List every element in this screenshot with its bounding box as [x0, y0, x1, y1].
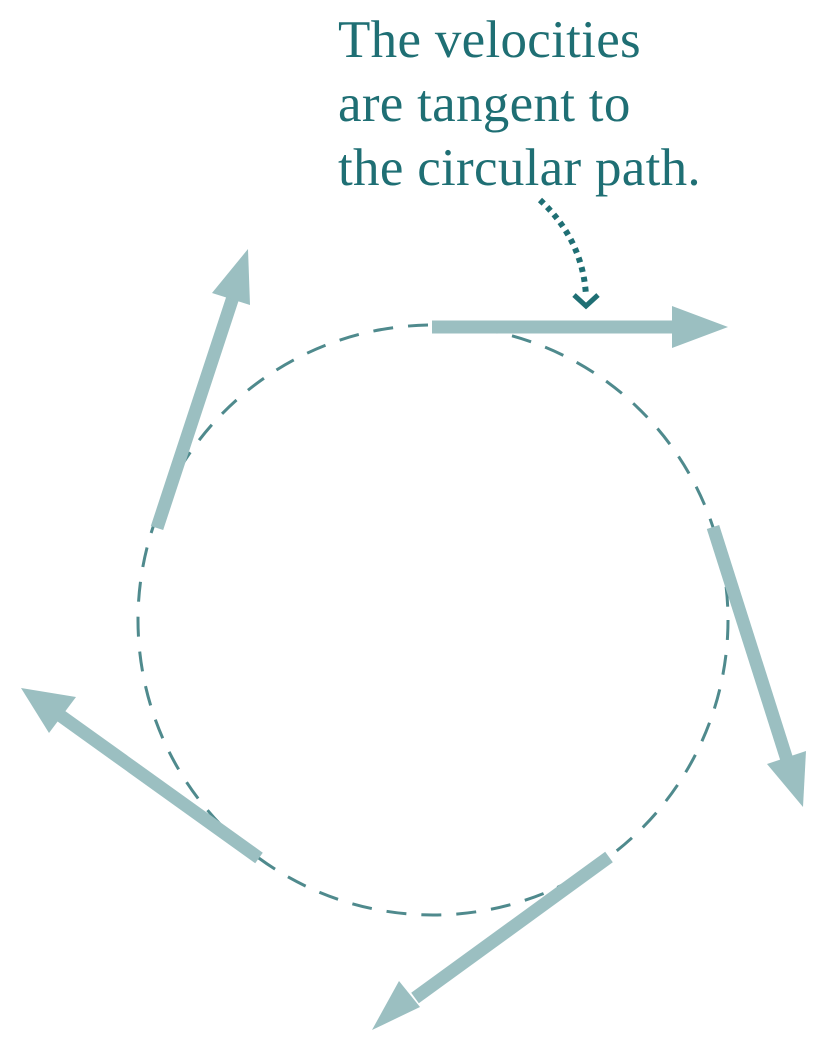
annotation-line-3: the circular path. — [338, 139, 701, 197]
velocity-arrow-right — [706, 525, 806, 807]
velocity-arrow-bottom — [372, 851, 613, 1030]
annotation-pointer-arrow — [537, 197, 600, 310]
velocity-arrow-upper-left — [150, 249, 250, 531]
velocity-arrow-top — [432, 306, 728, 348]
annotation-line-2: are tangent to — [338, 75, 631, 133]
circular-path — [136, 323, 730, 917]
annotation-line-1: The velocities — [338, 11, 641, 69]
annotation-text: The velocities are tangent to the circul… — [338, 8, 701, 200]
velocity-arrow-left — [21, 688, 263, 864]
